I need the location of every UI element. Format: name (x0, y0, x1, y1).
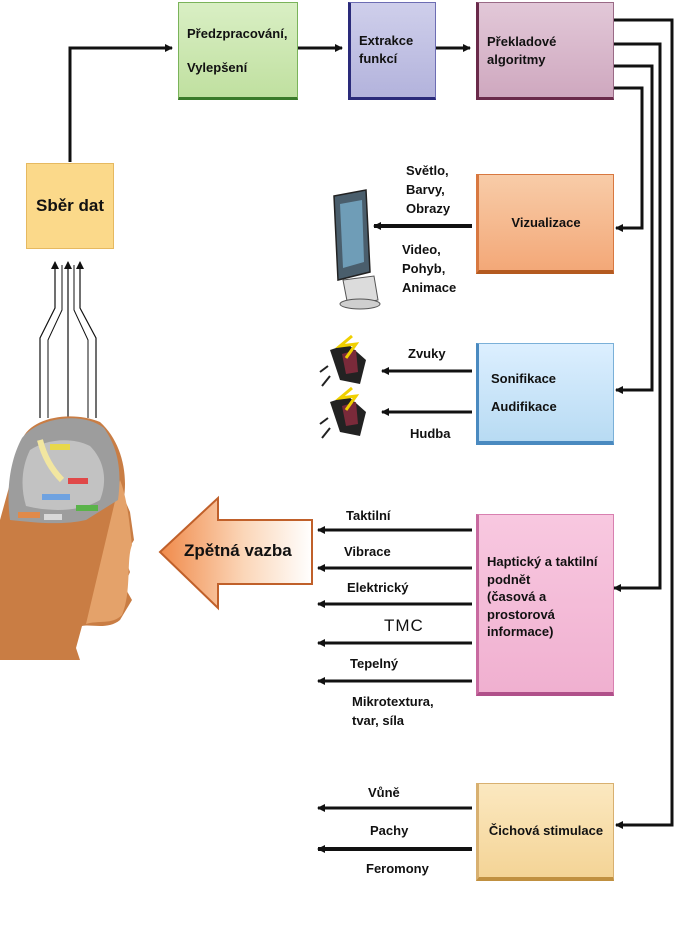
ext-line2: funkcí (359, 51, 398, 66)
hap-line1: Haptický a taktilní (487, 554, 598, 569)
label-tepelny: Tepelný (350, 656, 399, 671)
viz-output-labels: Video, Pohyb, Animace (402, 240, 456, 297)
label-mikro-line2: tvar, síla (352, 713, 405, 728)
hap-line4: prostorová (487, 606, 555, 622)
pr-line1: Překladové (487, 34, 557, 49)
pre-line2: Vylepšení (187, 59, 248, 75)
label-mikro-line1: Mikrotextura, (352, 694, 434, 709)
label-animace: Animace (402, 280, 457, 295)
label-vibrace: Vibrace (344, 544, 391, 559)
ext-line1: Extrakce (359, 33, 414, 49)
hap-line3: (časová a (487, 589, 547, 605)
label-vune: Vůně (368, 785, 400, 800)
label-hudba: Hudba (410, 426, 451, 441)
signal-line-r2 (73, 265, 89, 418)
sber-dat-box: Sběr dat (26, 163, 114, 249)
label-svetlo: Světlo, (406, 163, 449, 178)
speaker-icon (319, 334, 366, 387)
wire-to-son (614, 64, 654, 394)
monitor-icon (333, 189, 381, 310)
viz-input-labels: Světlo, Barvy, Obrazy (406, 161, 450, 218)
hapticky-box: Haptický a taktilní podnět (časová a pro… (476, 514, 614, 696)
signal-line-right (76, 261, 97, 418)
pr-line2: algoritmy (487, 51, 546, 67)
pre-line1: Předzpracování, (187, 26, 288, 41)
feedback-label: Zpětná vazba (184, 541, 292, 560)
prekladove-box: Překladové algoritmy (476, 2, 614, 100)
feedback-arrow (158, 495, 313, 611)
wire-to-hap (613, 42, 662, 592)
signal-line-left (39, 261, 59, 418)
label-pachy: Pachy (370, 823, 409, 838)
label-zvuky: Zvuky (408, 346, 446, 361)
sonifikace-box: Sonifikace Audifikace (476, 343, 614, 445)
label-obrazy: Obrazy (406, 201, 451, 216)
label-video: Video, (402, 242, 441, 257)
vizualizace-box: Vizualizace (476, 174, 614, 274)
hap-line5: informace) (487, 624, 554, 640)
hap-line2: podnět (487, 571, 531, 587)
signal-line-l2 (47, 265, 63, 418)
label-feromony: Feromony (366, 861, 429, 876)
arrow-sber-to-pre (68, 44, 173, 162)
viz-label: Vizualizace (511, 214, 581, 230)
wire-to-viz (614, 86, 644, 232)
label-elektricky: Elektrický (347, 580, 409, 595)
label-mikrotextura: Mikrotextura, tvar, síla (352, 692, 434, 730)
son-line2: Audifikace (491, 398, 557, 414)
label-taktilni: Taktilní (346, 508, 391, 523)
sber-dat-label: Sběr dat (35, 195, 105, 215)
cich-label: Čichová stimulace (488, 822, 604, 838)
label-pohyb: Pohyb, (402, 261, 446, 276)
label-barvy: Barvy, (406, 182, 445, 197)
speaker-icon (319, 386, 366, 439)
predzpracovani-box: Předzpracování, Vylepšení (178, 2, 298, 100)
head-illustration (0, 416, 134, 660)
son-line1: Sonifikace (491, 370, 557, 386)
wire-to-cich (614, 18, 674, 829)
label-tmc: TMC (384, 616, 424, 635)
extrakce-box: Extrakce funkcí (348, 2, 436, 100)
cichova-box: Čichová stimulace (476, 783, 614, 881)
